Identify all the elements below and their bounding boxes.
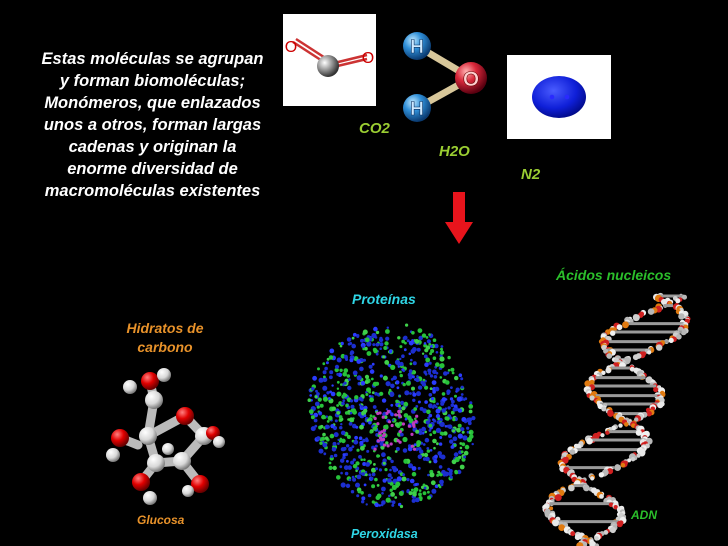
- h2o-label: H2O: [439, 143, 470, 160]
- proteins-title: Proteínas: [352, 291, 416, 307]
- co2-oxygen-right: O: [362, 50, 374, 67]
- nucleic-acids-title: Ácidos nucleicos: [556, 267, 672, 283]
- co2-oxygen-left: O: [285, 39, 297, 56]
- n2-label: N2: [521, 166, 541, 183]
- down-arrow-icon: [445, 192, 473, 244]
- n2-molecule-drawing: [532, 76, 586, 118]
- h2o-hydrogen-top: H: [410, 37, 424, 58]
- co2-molecule-drawing: O O: [285, 37, 374, 77]
- h2o-molecule-image: H H O: [403, 32, 487, 122]
- h2o-hydrogen-bottom: H: [410, 99, 424, 120]
- dna-label: ADN: [631, 508, 657, 522]
- peroxidase-label: Peroxidasa: [351, 527, 418, 541]
- peroxidase-protein-image: [307, 323, 476, 509]
- carbohydrates-title: Hidratos de carbono: [126, 320, 204, 355]
- dna-molecule-image: [542, 292, 691, 546]
- co2-molecule-image: O O: [283, 14, 376, 106]
- glucose-label: Glucosa: [137, 513, 185, 527]
- co2-label: CO2: [359, 120, 390, 137]
- glucose-molecule-image: [106, 368, 225, 505]
- intro-text: Estas moléculas se agrupan y forman biom…: [41, 50, 264, 200]
- h2o-oxygen: O: [463, 68, 479, 91]
- n2-molecule-image: [507, 55, 611, 139]
